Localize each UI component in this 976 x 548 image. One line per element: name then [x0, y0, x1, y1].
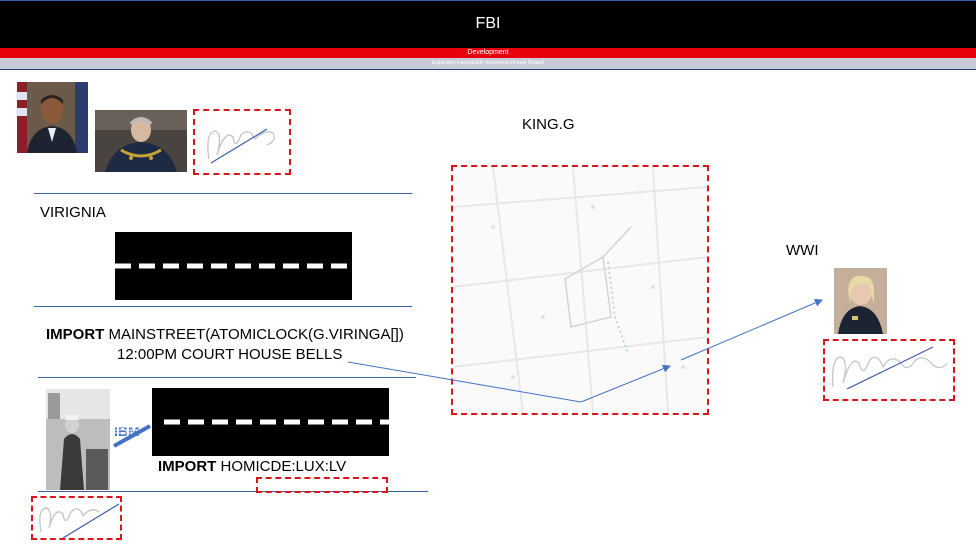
page-title: FBI — [475, 15, 501, 32]
king-label: KING.G — [522, 116, 575, 133]
signature-box — [823, 339, 955, 401]
code-line-1-continued: 12:00PM COURT HOUSE BELLS — [117, 346, 343, 363]
portrait-photo-1 — [17, 82, 88, 153]
import-keyword: IMPORT — [158, 458, 217, 475]
code-call: MAINSTREET(ATOMICLOCK(G.VIRINGA[]) — [108, 326, 404, 343]
code-call: HOMICDE:LUX:LV — [220, 458, 347, 475]
signature-icon — [207, 128, 275, 164]
historic-photo — [46, 389, 110, 490]
development-label: Development — [467, 49, 509, 56]
signature-box — [31, 496, 122, 540]
road-graphic — [152, 388, 389, 456]
road-graphic — [115, 232, 352, 300]
separator-line — [34, 193, 412, 194]
title-bar — [0, 0, 976, 48]
connector-arrow — [347, 361, 671, 403]
note-bar — [0, 58, 976, 70]
signature-box — [193, 109, 291, 175]
wwi-label: WWI — [786, 242, 819, 259]
code-line-1: IMPORT MAINSTREET(ATOMICLOCK(G.VIRINGA[]… — [46, 326, 404, 343]
portrait-photo-2 — [95, 110, 187, 172]
officer-photo — [834, 268, 887, 334]
code-line-2: IMPORT HOMICDE:LUX:LV — [158, 458, 346, 475]
virignia-label: VIRIGNIA — [40, 204, 106, 221]
signature-icon — [39, 503, 120, 539]
dashed-highlight-box — [256, 477, 388, 493]
import-keyword: IMPORT — [46, 326, 105, 343]
map-box — [451, 165, 709, 415]
separator-line — [38, 491, 428, 492]
development-bar — [0, 48, 976, 58]
signature-icon — [831, 346, 948, 390]
separator-line — [38, 377, 416, 378]
connector-arrow — [680, 299, 823, 361]
note-label: Expanding manipulable documents (Image R… — [431, 60, 545, 66]
separator-line — [34, 306, 412, 307]
ibm-arrow-stroke — [113, 424, 151, 448]
